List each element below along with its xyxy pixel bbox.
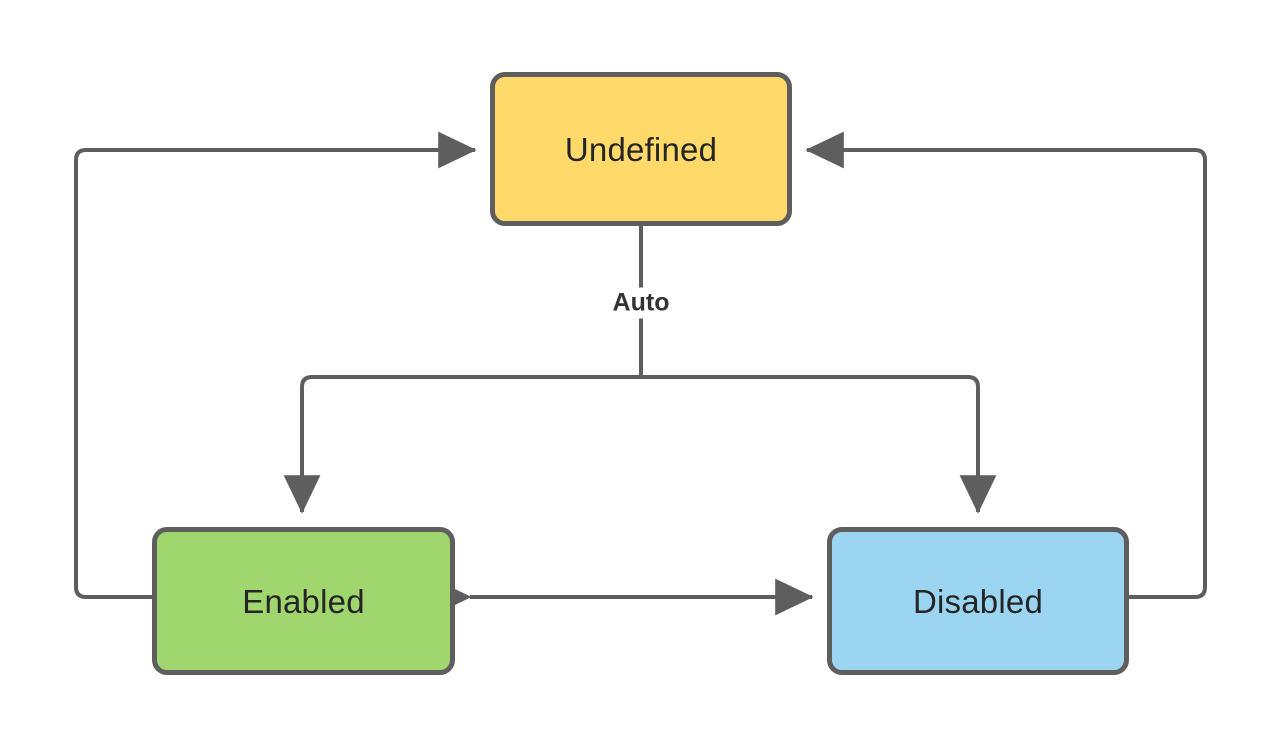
edge-enabled-to-undefined (74, 131, 477, 599)
state-node-undefined-label: Undefined (564, 130, 718, 168)
state-node-enabled[interactable]: Enabled (152, 527, 455, 675)
edge-undefined-to-enabled (283, 375, 641, 514)
state-node-disabled[interactable]: Disabled (827, 527, 1129, 675)
edge-disabled-to-undefined (805, 131, 1207, 599)
edge-label-auto: Auto (603, 287, 679, 319)
state-node-disabled-label: Disabled (912, 582, 1043, 620)
edge-undefined-to-disabled (641, 375, 997, 514)
state-node-undefined[interactable]: Undefined (490, 72, 792, 226)
state-node-enabled-label: Enabled (242, 582, 365, 620)
